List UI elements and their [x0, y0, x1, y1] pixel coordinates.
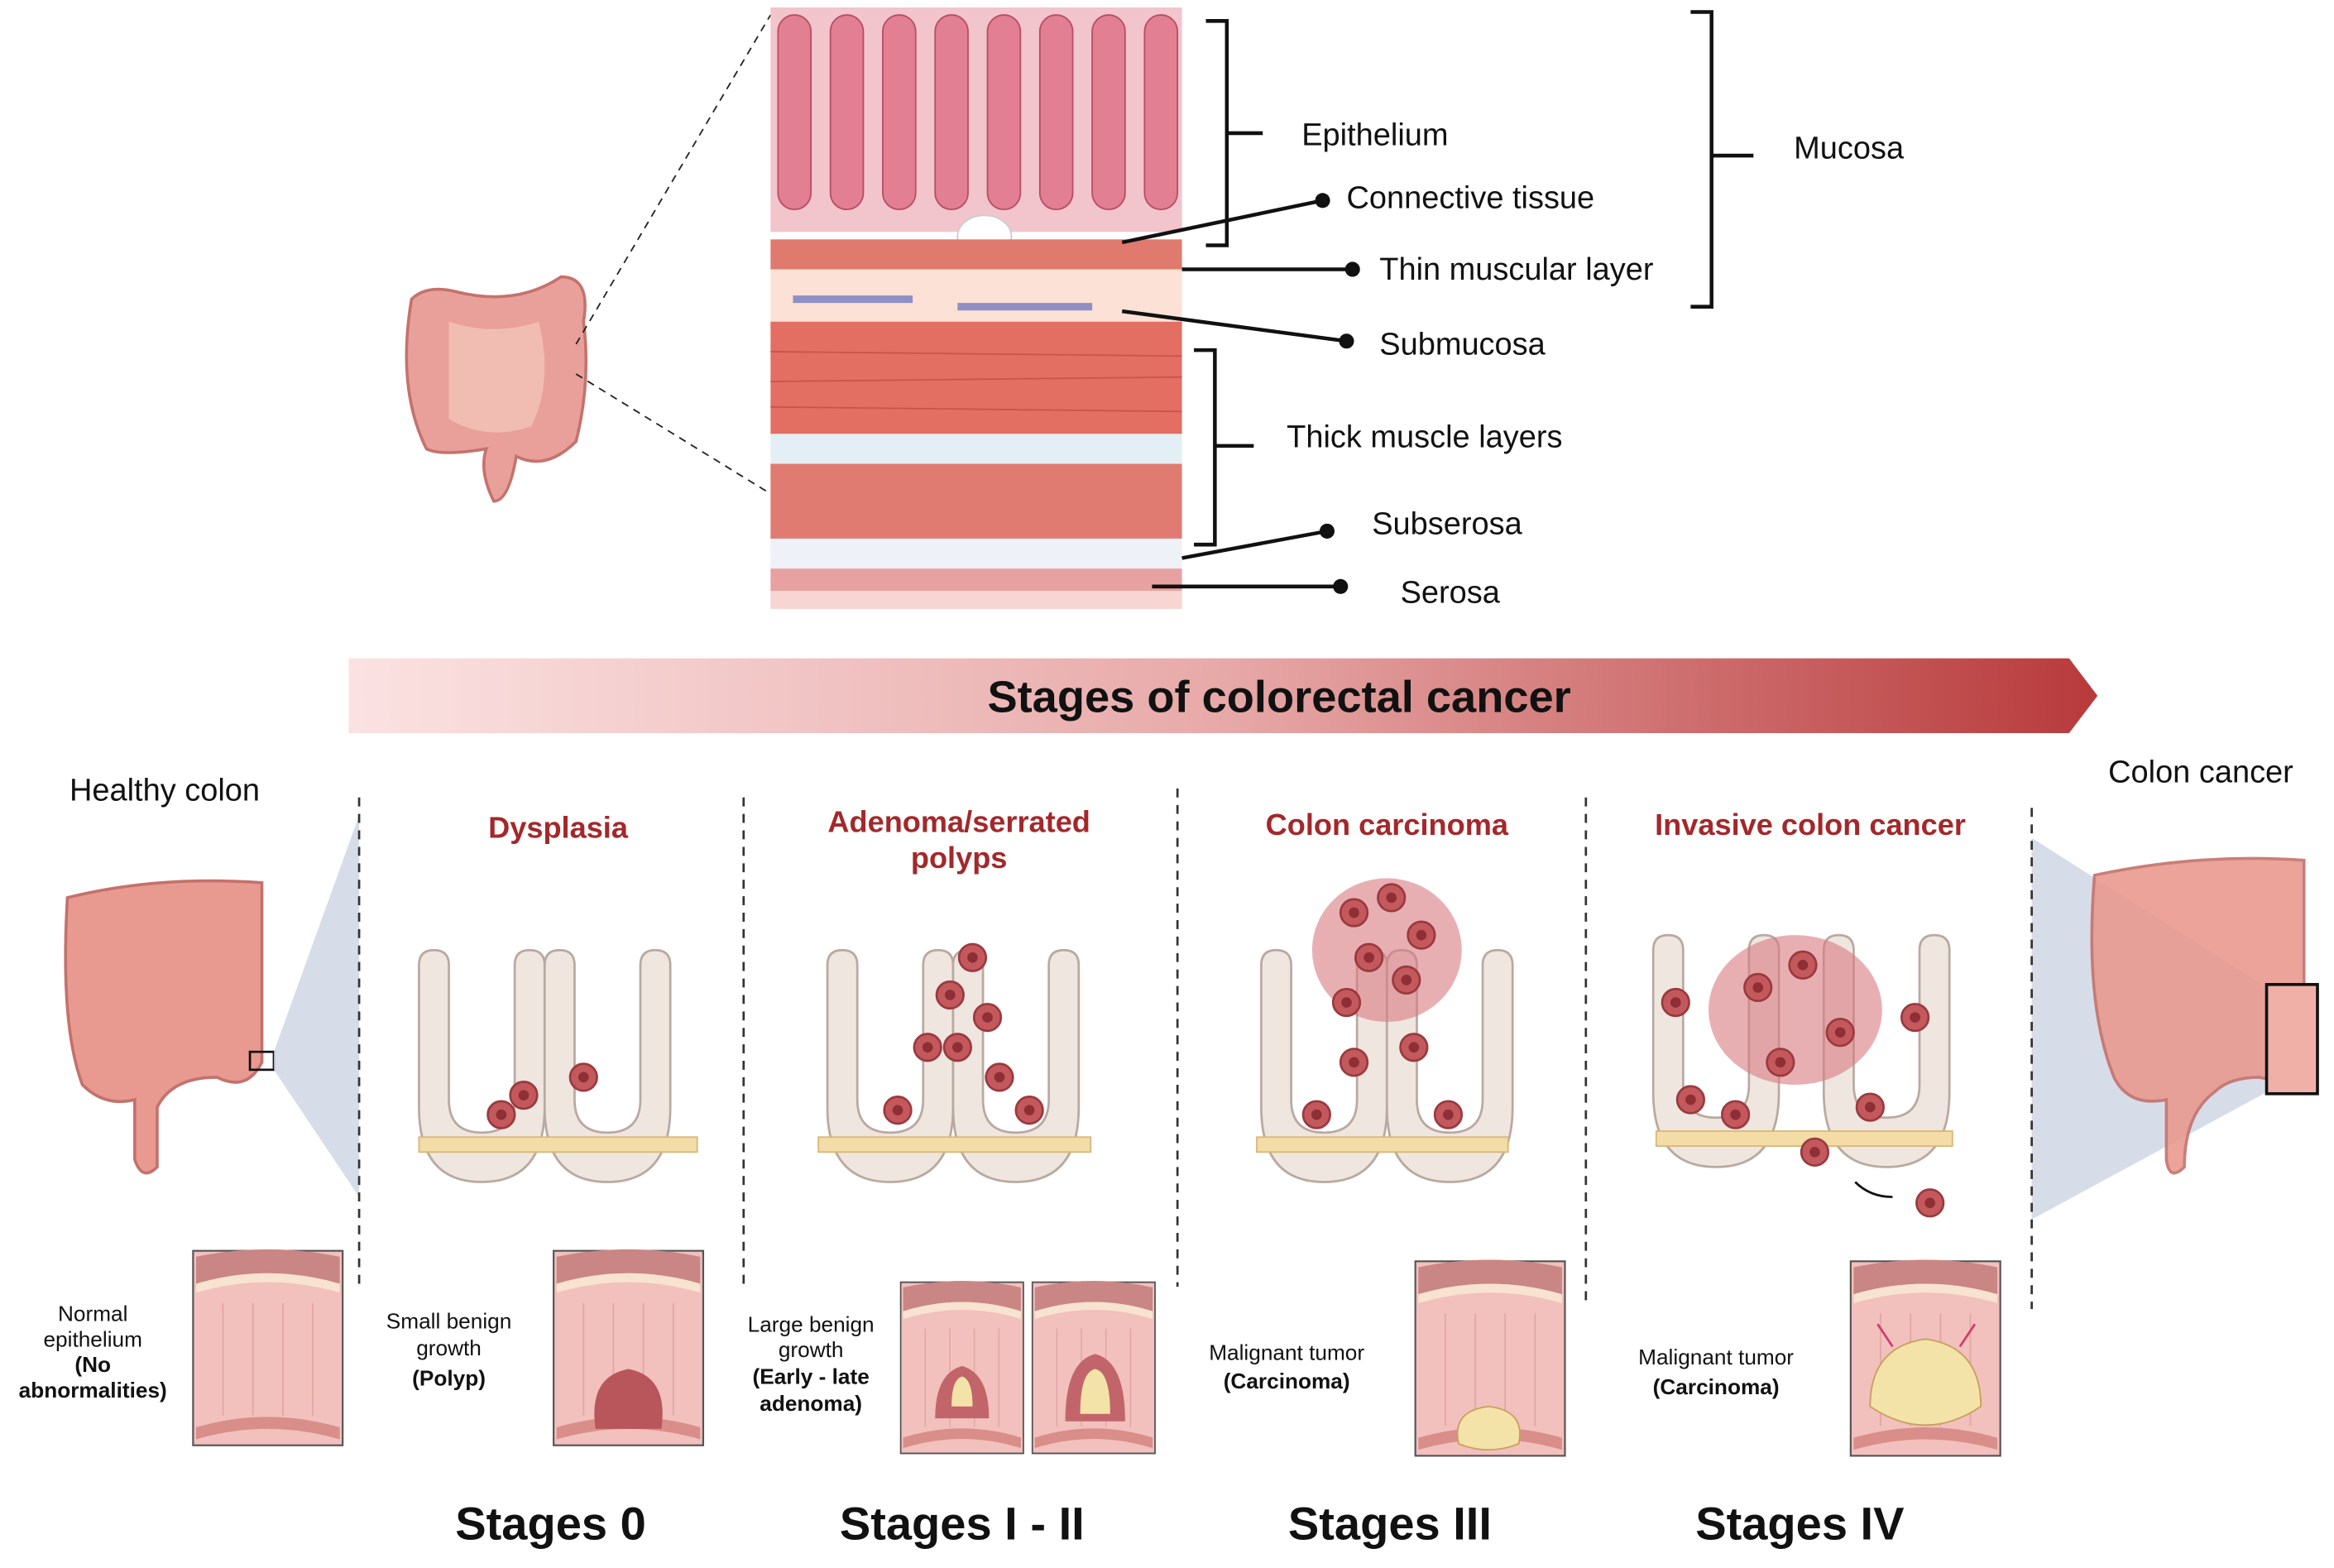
thumbnail-polyp [553, 1248, 705, 1446]
heading-colon-carcinoma: Colon carcinoma [1266, 808, 1509, 842]
label-submucosa: Submucosa [1379, 328, 1546, 362]
label-thin-muscular-layer: Thin muscular layer [1379, 252, 1654, 287]
svg-text:epithelium: epithelium [43, 1326, 141, 1351]
label-epithelium: Epithelium [1301, 117, 1448, 152]
healthy-colon-label: Healthy colon [69, 773, 260, 808]
label-serosa: Serosa [1401, 576, 1501, 611]
label-connective-tissue: Connective tissue [1346, 180, 1594, 215]
heading-adenoma-line2: polyps [911, 841, 1008, 875]
stage-label-4: Stages IV [1695, 1498, 1904, 1550]
thumbnail-carcinoma [1414, 1259, 1566, 1457]
heading-dysplasia: Dysplasia [488, 811, 629, 845]
thumbnail-adenoma [899, 1280, 1156, 1455]
svg-text:(Carcinoma): (Carcinoma) [1653, 1374, 1780, 1399]
label-mucosa: Mucosa [1794, 132, 1905, 166]
stage-label-0: Stages 0 [455, 1498, 646, 1550]
svg-text:(Polyp): (Polyp) [412, 1365, 486, 1390]
carcinoma-description: Malignant tumor (Carcinoma) [1209, 1340, 1364, 1393]
healthy-description: Normal epithelium (No abnormalities) [19, 1302, 167, 1403]
healthy-colon-illustration [64, 815, 360, 1197]
carcinoma-illustration [1256, 878, 1514, 1183]
colon-cancer-label: Colon cancer [2108, 755, 2293, 790]
dysplasia-description: Small benign growth (Polyp) [386, 1309, 512, 1391]
heading-invasive-colon-cancer: Invasive colon cancer [1655, 808, 1966, 842]
label-subserosa: Subserosa [1372, 507, 1522, 542]
svg-text:(Carcinoma): (Carcinoma) [1224, 1369, 1350, 1393]
colon-icon [405, 275, 588, 503]
svg-text:growth: growth [416, 1335, 482, 1360]
svg-text:Small benign: Small benign [386, 1309, 512, 1334]
thumbnail-invasive [1849, 1259, 2001, 1457]
stages-arrow-banner [348, 658, 2098, 734]
svg-text:Large benign: Large benign [748, 1311, 875, 1336]
stage-label-1-2: Stages I - II [840, 1498, 1085, 1550]
banner-title: Stages of colorectal cancer [987, 673, 1570, 722]
label-thick-muscle-layers: Thick muscle layers [1287, 420, 1562, 455]
svg-text:Normal: Normal [58, 1302, 127, 1326]
invasive-description: Malignant tumor (Carcinoma) [1638, 1345, 1794, 1399]
svg-text:(Early - late: (Early - late [753, 1364, 870, 1389]
thumbnail-normal [192, 1248, 344, 1446]
column-dividers [357, 788, 2033, 1310]
anatomy-brackets [1121, 10, 1754, 589]
stage-label-3: Stages III [1288, 1498, 1492, 1550]
svg-text:abnormalities): abnormalities) [19, 1378, 167, 1403]
heading-adenoma-line1: Adenoma/serrated [827, 804, 1090, 838]
svg-text:Malignant tumor: Malignant tumor [1638, 1345, 1794, 1369]
cancer-colon-illustration [2031, 837, 2319, 1220]
svg-text:Malignant tumor: Malignant tumor [1209, 1340, 1364, 1365]
colon-wall-section [770, 7, 1182, 609]
svg-text:(No: (No [74, 1352, 111, 1377]
adenoma-illustration [817, 942, 1092, 1183]
adenoma-description: Large benign growth (Early - late adenom… [748, 1311, 875, 1416]
svg-text:adenoma): adenoma) [760, 1391, 862, 1416]
dysplasia-illustration [418, 948, 698, 1183]
zoom-line-bottom [575, 373, 771, 495]
leader-dots [1315, 193, 1360, 594]
zoom-line-top [575, 14, 772, 345]
svg-text:growth: growth [779, 1337, 844, 1362]
invasive-cancer-illustration [1651, 933, 1953, 1218]
